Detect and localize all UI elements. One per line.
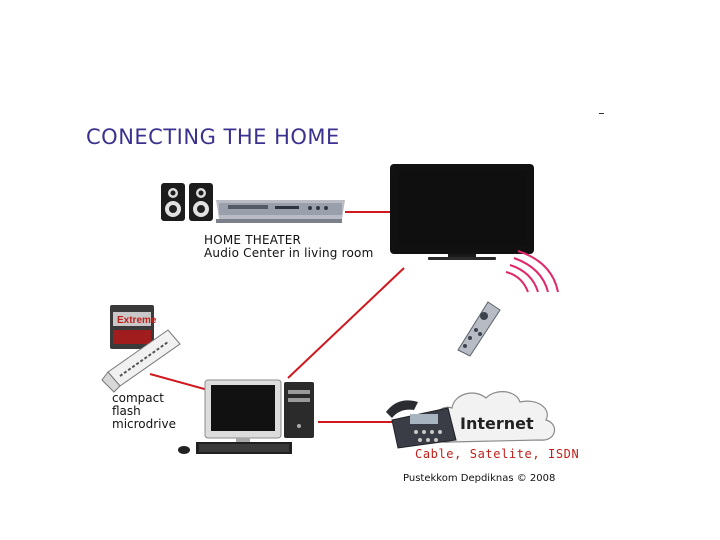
speakers-icon xyxy=(161,183,213,221)
wireless-signal-icon xyxy=(506,251,558,292)
connection-types-label: Cable, Satelite, ISDN xyxy=(415,447,579,461)
television-icon xyxy=(390,164,534,260)
connection-storage-computer xyxy=(150,374,208,390)
home-theater-label: HOME THEATER xyxy=(204,234,301,246)
svg-text:Extreme: Extreme xyxy=(117,315,157,326)
dvd-player-icon xyxy=(216,200,345,223)
computer-icon xyxy=(178,380,314,454)
home-theater-sublabel: Audio Center in living room xyxy=(204,247,373,259)
storage-label: compact flash microdrive xyxy=(112,392,176,431)
internet-label: Internet xyxy=(460,414,534,433)
storage-label-line: microdrive xyxy=(112,418,176,431)
connection-tv-computer xyxy=(288,268,404,378)
remote-control-icon xyxy=(458,302,500,356)
copyright-notice: Pustekkom Depdiknas © 2008 xyxy=(403,473,555,484)
